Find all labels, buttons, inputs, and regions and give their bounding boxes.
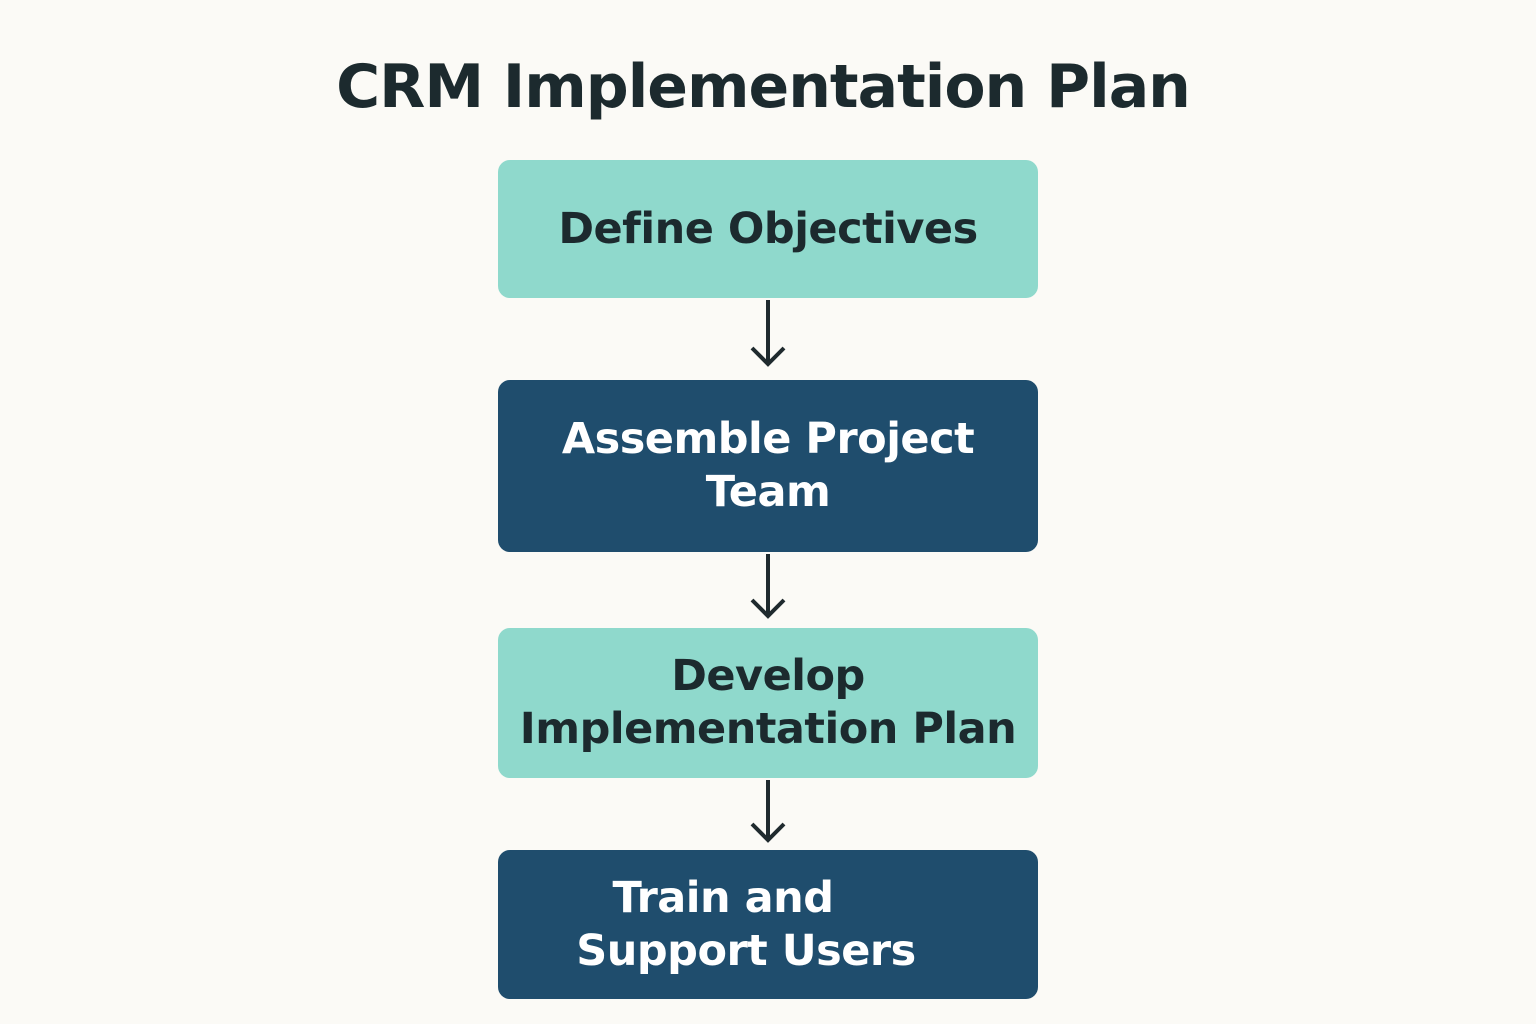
step-label: Train and [612, 872, 834, 923]
step-label: Define Objectives [558, 203, 978, 254]
step-label: Develop [671, 651, 865, 701]
diagram-title: CRM Implementation Plan [336, 52, 1191, 122]
arrow-down-icon [750, 300, 786, 367]
step-train-and-support-users: Train and Support Users [498, 850, 1038, 999]
step-label: Support Users [576, 925, 916, 976]
step-label: Team [705, 467, 831, 517]
arrow-down-icon [750, 554, 786, 619]
step-assemble-project-team: Assemble Project Team [498, 380, 1038, 552]
arrow-down-icon [750, 780, 786, 843]
step-label: Assemble Project [561, 414, 975, 464]
step-define-objectives: Define Objectives [498, 160, 1038, 298]
step-label: Implementation Plan [519, 704, 1017, 754]
step-develop-implementation-plan: Develop Implementation Plan [498, 628, 1038, 778]
